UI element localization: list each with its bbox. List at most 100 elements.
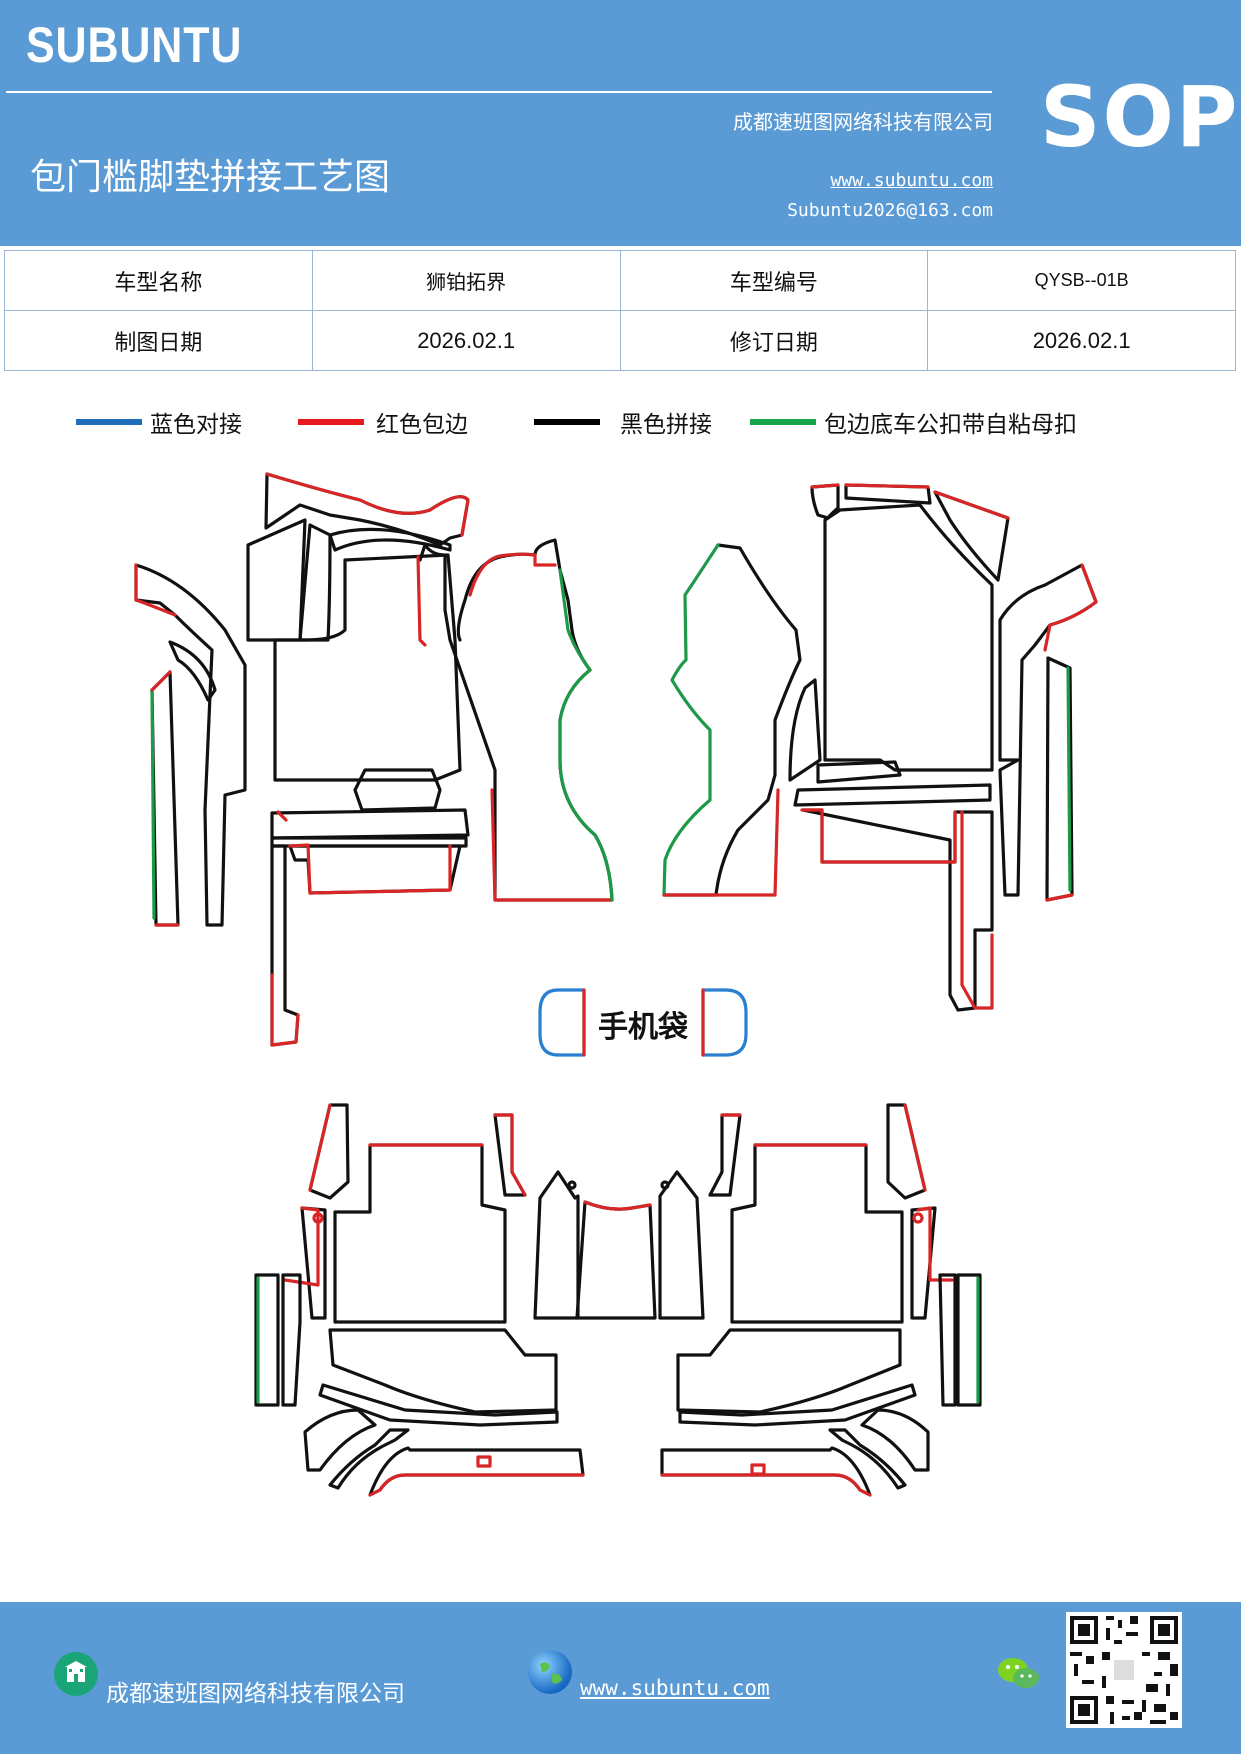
cell-label: 车型编号: [619, 250, 929, 311]
mat-edge-red: [660, 1473, 872, 1497]
mat-piece: [708, 1113, 742, 1197]
mat-piece: [816, 760, 902, 784]
mat-piece: [533, 1170, 580, 1320]
mat-piece: [886, 1103, 927, 1200]
floor-mat-diagram: 手机袋: [134, 472, 1098, 1497]
mat-piece: [660, 1446, 872, 1497]
mat-edge-red: [844, 483, 930, 489]
legend-label: 黑色拼接: [620, 412, 712, 438]
mat-edge-green: [558, 568, 614, 902]
mat-hole: [312, 1212, 324, 1224]
mat-edge-red: [265, 472, 470, 537]
mat-hole: [567, 1180, 577, 1190]
mat-edge-red: [270, 973, 300, 1047]
mat-edge-red: [662, 788, 780, 897]
wechat-icon: [996, 1654, 1042, 1694]
mat-piece: [575, 1200, 657, 1320]
mat-piece: [368, 1446, 585, 1497]
mat-edge-red: [810, 483, 840, 489]
legend-swatch: [534, 419, 600, 425]
mat-piece: [270, 808, 470, 840]
mat-piece: [353, 768, 442, 812]
mat-piece: [264, 472, 470, 547]
company-name: 成都速班图网络科技有限公司: [733, 110, 993, 134]
mat-piece: [956, 1273, 982, 1407]
mat-edge-red: [933, 490, 1010, 520]
page-title: 包门槛脚垫拼接工艺图: [30, 157, 391, 198]
legend-item-blue: 蓝色对接: [76, 405, 242, 439]
mat-piece: [308, 1103, 350, 1200]
mat-piece: [933, 490, 1010, 582]
cell-value: 2026.02.1: [927, 310, 1236, 371]
mat-hole: [912, 1212, 924, 1224]
legend-item-red: 红色包边: [298, 405, 468, 439]
mat-piece: [938, 1273, 957, 1407]
mat-piece: [328, 527, 452, 552]
legend-swatch: [298, 419, 364, 425]
legend-item-green: 包边底车公扣带自粘母扣: [750, 405, 1077, 439]
mat-edge-red: [583, 1200, 652, 1211]
mat-piece: [801, 808, 994, 1012]
mat-piece: [270, 836, 468, 848]
table-row: 制图日期 2026.02.1 修订日期 2026.02.1: [4, 310, 1236, 371]
mat-edge-red: [416, 552, 557, 647]
website-link[interactable]: www.subuntu.com: [830, 170, 993, 191]
mat-piece: [328, 1328, 558, 1414]
cell-label: 制图日期: [4, 310, 313, 371]
table-row: 车型名称 狮铂拓界 车型编号 QYSB--01B: [4, 250, 1236, 311]
mat-piece: [788, 678, 822, 782]
mat-edge-red: [903, 1103, 927, 1192]
mat-piece: [676, 1328, 902, 1414]
mat-piece: [168, 640, 217, 702]
legend-label: 蓝色对接: [150, 412, 242, 438]
brand-logo: SUBUNTU: [26, 17, 243, 73]
qr-code[interactable]: [1066, 1612, 1182, 1728]
mat-edge-green: [662, 543, 720, 897]
legend-swatch: [76, 419, 142, 425]
mat-piece: [328, 1428, 410, 1490]
color-legend: 蓝色对接 红色包边 黑色拼接 包边底车公扣带自粘母扣: [0, 405, 1241, 445]
cell-label: 修订日期: [619, 310, 929, 371]
mat-edge-red: [134, 563, 177, 617]
mat-piece: [793, 783, 992, 807]
mat-piece: [246, 518, 307, 642]
mat-piece: [298, 523, 332, 642]
mat-piece: [662, 543, 802, 897]
mat-piece: [270, 844, 300, 1047]
mat-edge-red: [1043, 563, 1098, 652]
mat-edge-green: [1066, 666, 1072, 892]
mat-edge-green: [150, 688, 156, 920]
cell-label: 车型名称: [4, 250, 313, 311]
mat-piece: [678, 1383, 917, 1427]
mat-piece: [658, 1170, 705, 1320]
mat-piece: [273, 553, 462, 782]
legend-swatch: [750, 419, 816, 425]
phone-bag-left: [538, 988, 586, 1057]
mat-edge-red: [960, 810, 994, 1010]
mat-piece: [288, 844, 462, 895]
mat-piece: [730, 1143, 904, 1324]
mat-edge-red: [493, 1113, 527, 1197]
mat-hole: [660, 1180, 670, 1190]
footer-banner: 成都速班图网络科技有限公司 www.subuntu.com: [0, 1602, 1241, 1754]
header-divider: [6, 91, 992, 93]
legend-item-black: 黑色拼接: [534, 405, 712, 439]
mat-edge-red: [1045, 893, 1074, 902]
mat-hole: [750, 1463, 766, 1476]
email-address: Subuntu2026@163.com: [787, 200, 993, 221]
mat-edge-red: [490, 788, 614, 902]
cell-value: QYSB--01B: [927, 250, 1236, 311]
cell-value: 狮铂拓界: [311, 250, 621, 311]
mat-edge-red: [368, 1473, 585, 1497]
mat-piece: [318, 1383, 559, 1427]
mat-piece: [303, 1408, 377, 1472]
mat-edge-red: [288, 843, 452, 895]
sop-label: SOP: [1040, 68, 1240, 166]
mat-piece: [281, 1273, 302, 1407]
cell-value: 2026.02.1: [311, 310, 621, 371]
footer-website-link[interactable]: www.subuntu.com: [580, 1676, 770, 1700]
legend-label: 红色包边: [376, 412, 468, 438]
header-banner: SUBUNTU SOP 成都速班图网络科技有限公司 包门槛脚垫拼接工艺图 www…: [0, 0, 1241, 246]
mat-piece: [134, 563, 247, 927]
mat-piece: [493, 1113, 527, 1197]
